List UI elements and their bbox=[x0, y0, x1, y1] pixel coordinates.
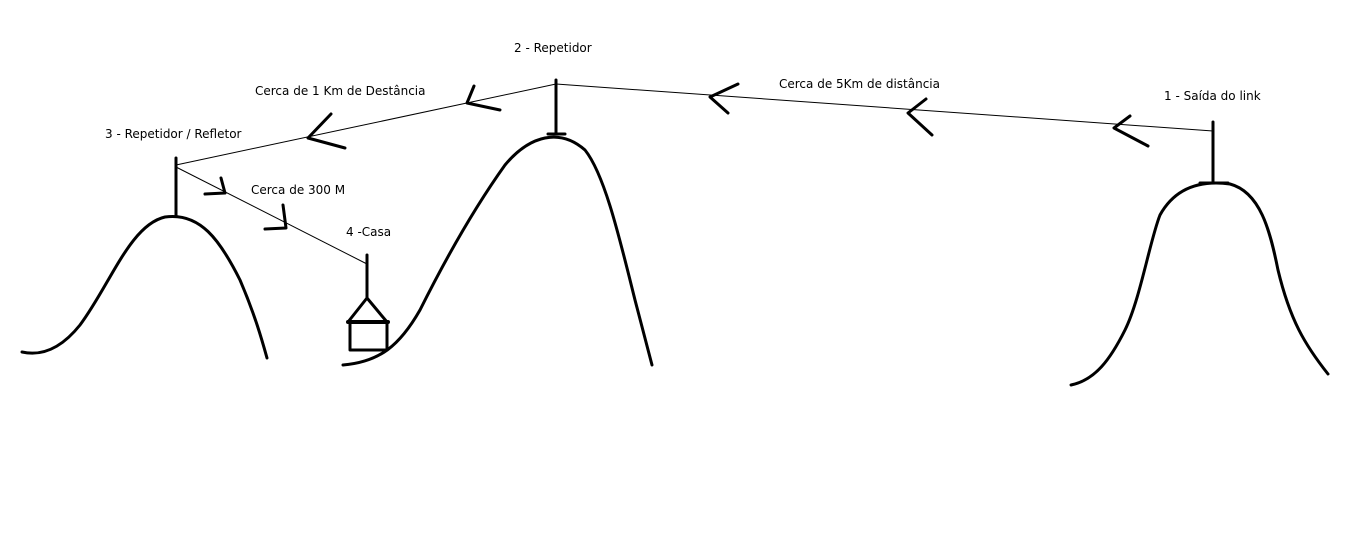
distance-1km-label: Cerca de 1 Km de Destância bbox=[255, 84, 426, 98]
distance-300m-label: Cerca de 300 M bbox=[251, 183, 346, 197]
site-1-label: 1 - Saída do link bbox=[1164, 89, 1261, 103]
link-3-to-4 bbox=[175, 166, 368, 265]
arrow-icon bbox=[203, 176, 227, 196]
hill-right bbox=[1069, 181, 1330, 387]
site-2-label: 2 - Repetidor bbox=[514, 41, 592, 55]
arrow-icon bbox=[306, 112, 347, 150]
arrow-icon bbox=[708, 82, 740, 115]
arrow-icon bbox=[465, 84, 502, 112]
link-1-to-2 bbox=[555, 83, 1214, 132]
arrow-icon bbox=[1112, 114, 1150, 148]
hill-middle bbox=[341, 135, 654, 367]
house-icon bbox=[346, 296, 390, 352]
site-4-label: 4 -Casa bbox=[346, 225, 392, 239]
hill-left bbox=[20, 214, 269, 360]
site-3-label: 3 - Repetidor / Refletor bbox=[105, 127, 242, 141]
arrow-icon bbox=[263, 203, 288, 231]
link-2-to-3 bbox=[175, 83, 557, 166]
arrow-icon bbox=[906, 97, 934, 137]
distance-5km-label: Cerca de 5Km de distância bbox=[779, 77, 940, 91]
